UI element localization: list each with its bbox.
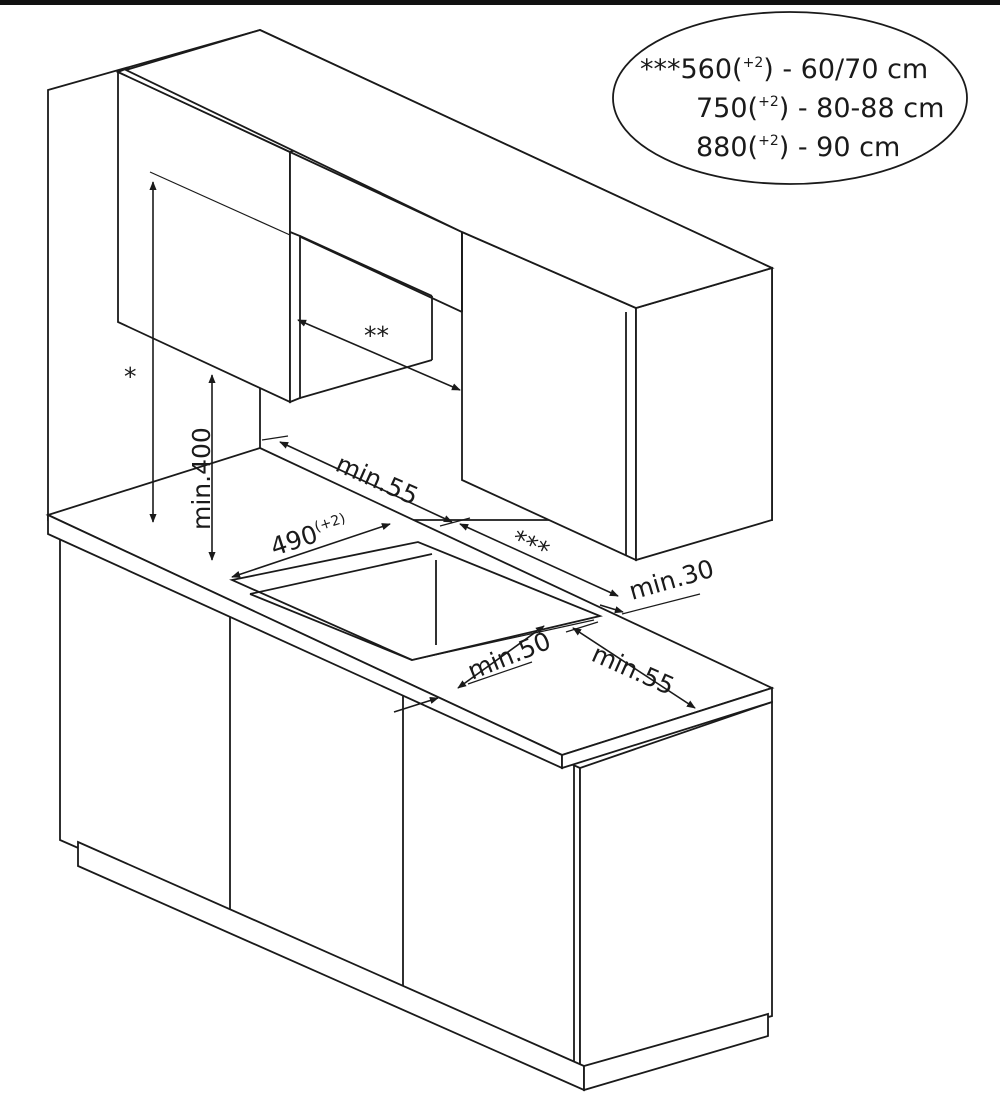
label-min400: min.400 [187, 427, 216, 530]
dim-double-star-line [297, 319, 461, 391]
dim-front-edge-line [393, 697, 439, 713]
legend-row-1-range: - 60/70 cm [782, 54, 928, 85]
legend-ellipse [612, 11, 968, 185]
legend-row-1-prefix: *** [640, 54, 681, 85]
dim-min30-line [599, 604, 624, 614]
legend-row-3: 880(+2) - 90 cm [696, 132, 900, 163]
legend-row-2: 750(+2) - 80-88 cm [696, 93, 944, 124]
legend-row-2-sup: +2 [758, 94, 779, 110]
dim-min55-side-line [572, 627, 696, 709]
dim-490-line [231, 523, 391, 578]
top-border [0, 0, 1000, 5]
dim-min55-back-line [279, 441, 453, 523]
legend-row-2-value: 750 [696, 93, 748, 124]
upper-cabinet-right [123, 29, 775, 562]
legend-row-3-sup: +2 [758, 133, 779, 149]
legend: ***560(+2) - 60/70 cm 750(+2) - 80-88 cm… [612, 11, 968, 185]
legend-row-3-value: 880 [696, 132, 748, 163]
dimension-lines [149, 181, 701, 713]
label-double-star: ** [364, 321, 389, 350]
dim-triple-star-line [459, 523, 619, 597]
legend-row-1-sup: +2 [743, 55, 764, 71]
legend-row-1: ***560(+2) - 60/70 cm [640, 54, 928, 85]
base-cabinet [59, 533, 773, 1092]
legend-row-1-value: 560 [681, 54, 733, 85]
legend-row-3-range: - 90 cm [798, 132, 900, 163]
dim-min50-line [457, 625, 545, 689]
label-star: * [124, 362, 137, 391]
legend-row-2-range: - 80-88 cm [798, 93, 945, 124]
label-triple-star: *** [508, 524, 554, 566]
label-min30: min.30 [626, 554, 718, 606]
